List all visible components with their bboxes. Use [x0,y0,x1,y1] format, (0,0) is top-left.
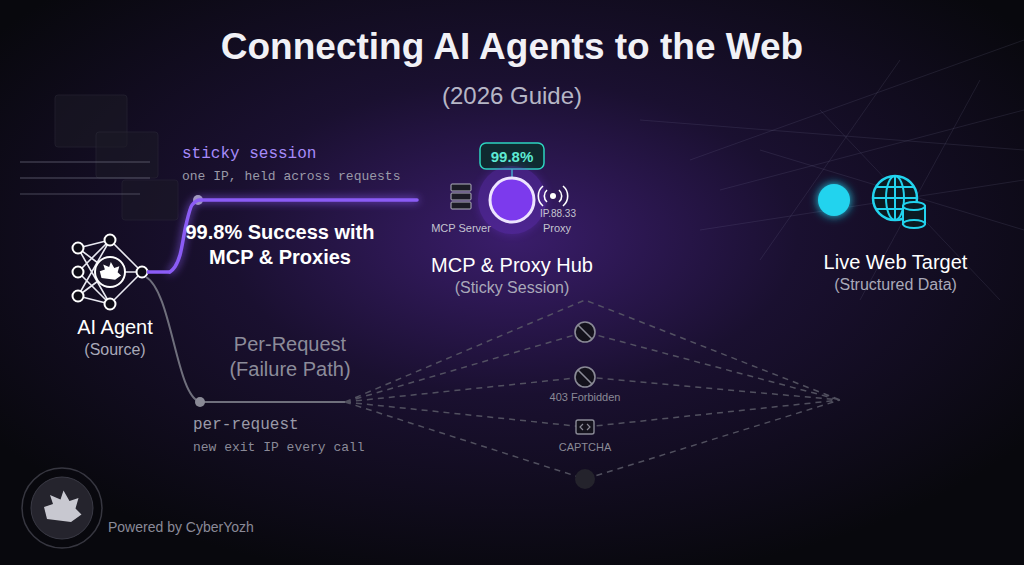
blocked-icon-bar [578,370,592,384]
server-icon [451,184,471,191]
annotation-label: Powered by CyberYozh [108,518,254,536]
annotation-label: 99.8% [491,147,534,166]
node-subtitle: (Source) [84,339,145,360]
agent-core [95,257,125,287]
code-panel [96,132,158,178]
server-icon [451,193,471,200]
annotation-label: one IP, held across requests [182,169,400,185]
connector-line [170,200,417,272]
connector-line [607,198,818,202]
target-dot [818,184,850,216]
failure-dot [575,469,595,489]
network-node [73,267,84,278]
database-bottom [903,220,925,228]
path-stub [147,270,170,274]
node-subtitle: (Sticky Session) [455,277,570,298]
signal-icon [550,193,556,199]
hub-circle [490,178,534,222]
network-node [73,291,84,302]
server-icon [451,202,471,209]
blocked-icon [575,367,595,387]
blocked-icon [575,322,595,342]
node-box: MCP & Proxy Hub(Sticky Session) [417,178,607,298]
node-box: Live Web Target(Structured Data) [818,170,973,295]
network-node [137,267,148,278]
annotation-label: CAPTCHA [559,440,612,454]
dashed-fan [345,300,840,479]
annotation-label: per-request [193,415,299,435]
logo-ring [22,468,102,548]
annotation-label: 403 Forbidden [550,390,621,404]
blocked-icon-bar [578,325,592,339]
network-node [105,235,116,246]
annotation-label: MCP Server [431,221,491,235]
annotation-label: Per-Request (Failure Path) [215,332,365,382]
annotation-label: sticky session [182,144,316,164]
mesh-lines [640,40,1024,300]
hedgehog-mark [100,262,121,280]
node-title: AI Agent [77,315,153,339]
code-panel [122,180,178,220]
path-dot [195,397,205,407]
logo-hedgehog [44,491,82,523]
globe-meridian [886,176,904,220]
captcha-icon [576,420,594,434]
captcha-icon-glyph [580,424,590,430]
network-node [105,299,116,310]
annotation-label: (2026 Guide) [442,81,582,111]
diagram-title: Connecting AI Agents to the Web [0,26,1024,68]
signal-arcs [538,186,567,206]
node-subtitle: (Structured Data) [834,274,957,295]
node-title: Live Web Target [824,250,968,274]
annotation-label: Proxy [543,221,571,235]
logo-disc [31,477,93,539]
node-box: AI Agent(Source) [60,235,170,370]
annotation-label: IP.88.33 [540,207,576,220]
network-links [78,240,142,304]
network-node [73,243,84,254]
faint-arrow [20,193,140,195]
annotation-label: new exit IP every call [193,440,365,456]
faint-arrow [20,177,150,179]
edge-label: 99.8% Success with MCP & Proxies [182,220,378,270]
faint-arrow [20,161,150,163]
database-top [903,202,925,210]
success-badge [480,143,544,169]
node-title: MCP & Proxy Hub [431,253,593,277]
